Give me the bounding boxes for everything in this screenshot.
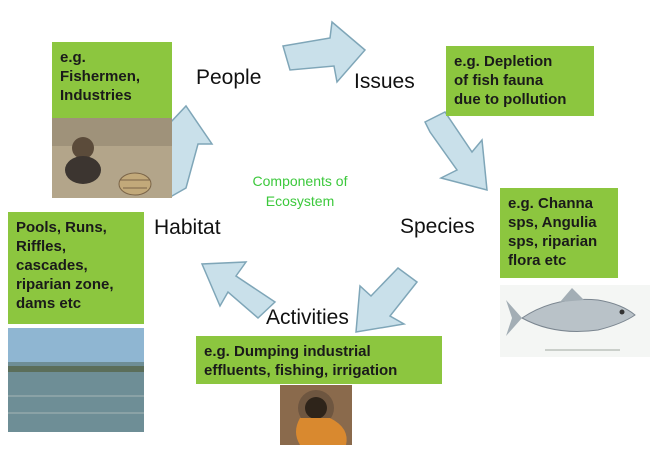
species-example-line: flora etc bbox=[508, 252, 567, 269]
habitat-example-line: dams etc bbox=[16, 295, 82, 312]
issues-example-line: e.g. Depletion bbox=[454, 53, 553, 70]
activities-example-line: e.g. Dumping industrial bbox=[204, 343, 371, 360]
arrow-species-to-activities bbox=[355, 267, 419, 333]
people-example-box: e.g. Fishermen, Industries bbox=[52, 42, 172, 118]
node-activities: Activities bbox=[266, 306, 349, 329]
people-example-line: e.g. bbox=[60, 49, 86, 66]
habitat-example-line: Pools, Runs, bbox=[16, 219, 107, 236]
people-example-line: Fishermen, bbox=[60, 68, 141, 85]
habitat-example-line: Riffles, bbox=[16, 238, 67, 255]
river-habitat-photo bbox=[8, 328, 144, 432]
habitat-example-box: Pools, Runs, Riffles, cascades, riparian… bbox=[8, 212, 144, 324]
people-example-line: Industries bbox=[60, 87, 132, 104]
activities-example-line: effluents, fishing, irrigation bbox=[204, 362, 398, 379]
node-habitat: Habitat bbox=[154, 216, 221, 239]
species-example-line: sps, Angulia bbox=[508, 214, 597, 231]
issues-example-line: of fish fauna bbox=[454, 72, 544, 89]
node-issues: Issues bbox=[354, 70, 415, 93]
center-label: Components of Ecosystem bbox=[225, 171, 375, 211]
arrow-people-to-issues bbox=[282, 20, 367, 84]
fisherman-photo bbox=[52, 118, 172, 198]
species-example-box: e.g. Channa sps, Angulia sps, riparian f… bbox=[500, 188, 618, 278]
habitat-example-line: cascades, bbox=[16, 257, 88, 274]
node-species: Species bbox=[400, 215, 475, 238]
habitat-example-line: riparian zone, bbox=[16, 276, 114, 293]
fish-photo bbox=[500, 285, 650, 357]
effluent-pipe-photo bbox=[280, 385, 352, 445]
arrow-activities-to-habitat bbox=[200, 261, 277, 320]
species-example-line: sps, riparian bbox=[508, 233, 598, 250]
center-label-line: Ecosystem bbox=[265, 193, 335, 209]
issues-example-box: e.g. Depletion of fish fauna due to poll… bbox=[446, 46, 594, 116]
species-example-line: e.g. Channa bbox=[508, 195, 594, 212]
center-label-line: Components of bbox=[252, 173, 348, 189]
node-people: People bbox=[196, 66, 262, 89]
activities-example-box: e.g. Dumping industrial effluents, fishi… bbox=[196, 336, 442, 384]
arrow-issues-to-species bbox=[423, 111, 488, 191]
issues-example-line: due to pollution bbox=[454, 91, 567, 108]
